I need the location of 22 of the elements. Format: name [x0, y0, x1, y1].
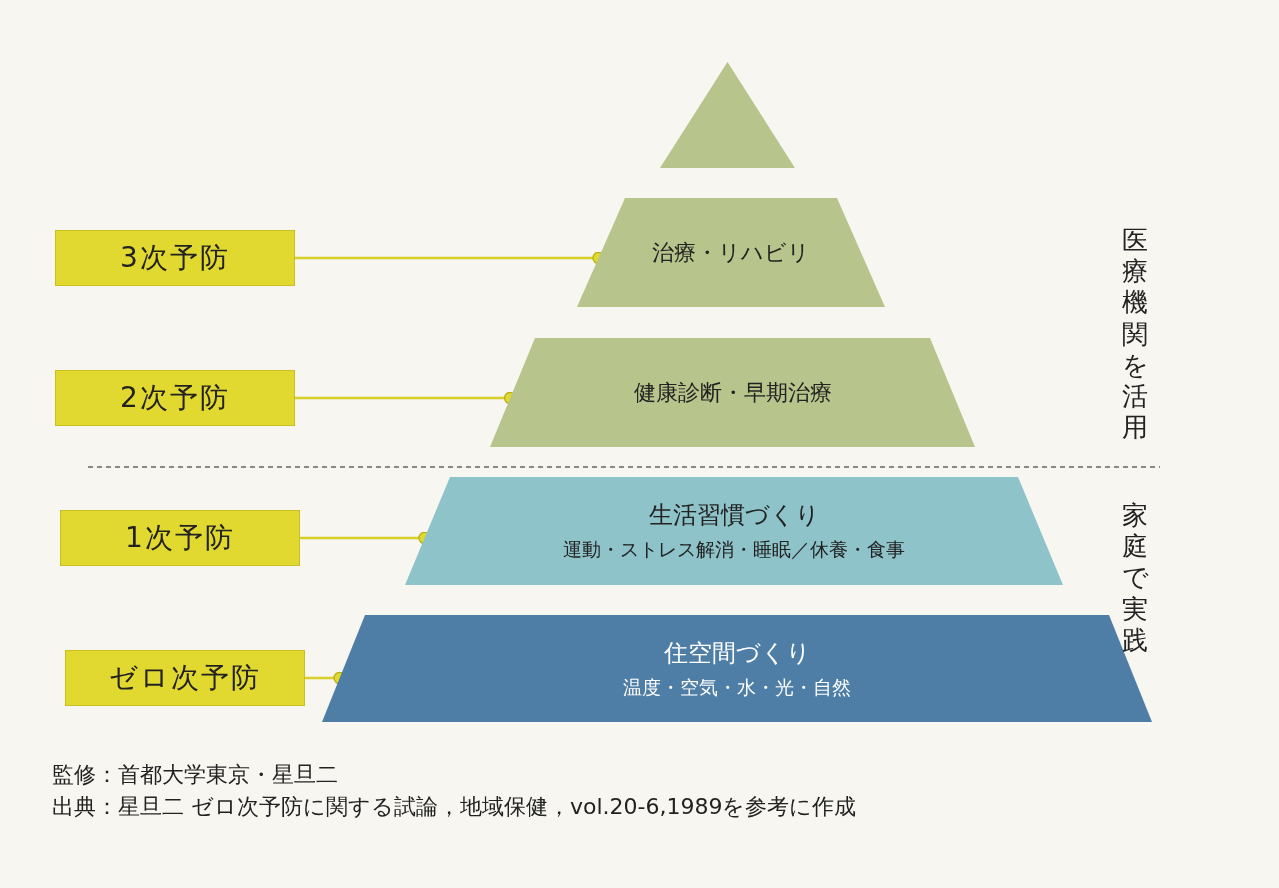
- pyramid-apex: [660, 62, 795, 168]
- tier-heading: 治療・リハビリ: [652, 238, 810, 267]
- prevention-label: [60, 510, 300, 566]
- tier-heading: 住空間づくり: [663, 637, 811, 669]
- prevention-level-name: 3次予防: [120, 240, 230, 276]
- tier-description: 運動・ストレス解消・睡眠／休養・食事: [563, 537, 905, 562]
- tier-heading: 健康診断・早期治療: [633, 378, 832, 407]
- side-note: 医療機関を活用: [1122, 225, 1148, 444]
- tier-heading: 生活習慣づくり: [648, 500, 820, 531]
- prevention-level-name: 2次予防: [120, 380, 230, 416]
- side-note: 家庭で実践: [1122, 500, 1148, 656]
- footnote: 監修：首都大学東京・星旦二: [52, 761, 338, 789]
- source-note: 出典：星旦二 ゼロ次予防に関する試論，地域保健，vol.20-6,1989を参考に作成: [52, 793, 857, 821]
- prevention-label: [65, 650, 305, 706]
- tier-description: 温度・空気・水・光・自然: [623, 674, 851, 700]
- prevention-level-name: ゼロ次予防: [109, 660, 261, 696]
- pyramid-tier: [490, 338, 975, 447]
- prevention-label: [55, 230, 295, 286]
- pyramid-tier: [577, 198, 885, 307]
- pyramid-tier: [405, 477, 1063, 585]
- prevention-level-name: 1次予防: [125, 520, 235, 556]
- prevention-label: [55, 370, 295, 426]
